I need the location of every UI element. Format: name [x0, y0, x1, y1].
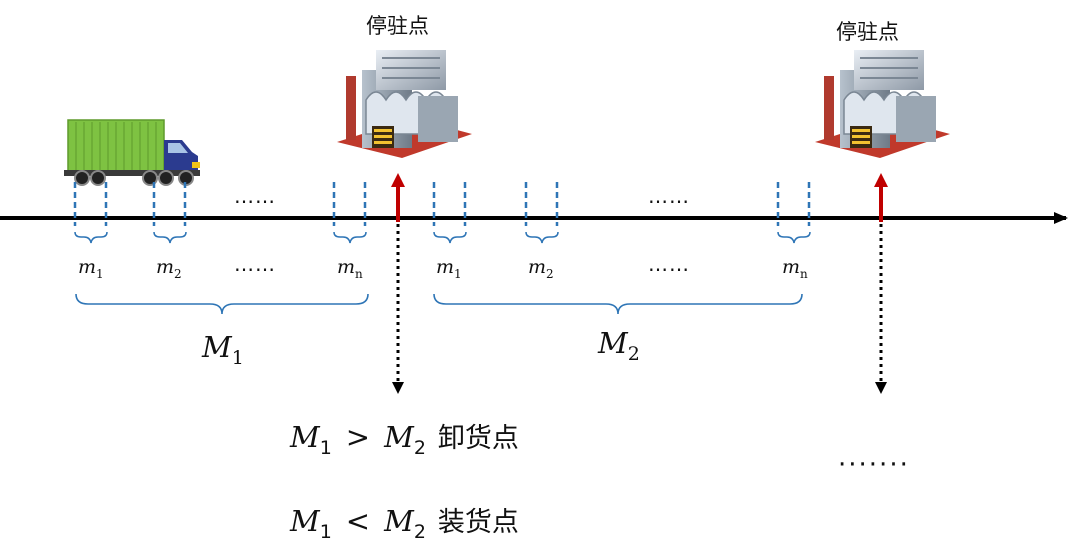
ellipsis: …… [648, 252, 690, 276]
small-brace [74, 231, 108, 244]
small-brace [777, 231, 811, 244]
small-m-label: m2 [528, 256, 554, 281]
ellipsis: …… [234, 252, 276, 276]
tick-group [73, 182, 811, 226]
big-m-label: M1 [202, 330, 244, 369]
big-brace [75, 293, 369, 315]
small-brace [433, 231, 467, 244]
small-m-label: mn [782, 256, 808, 281]
rule-result: 装货点 [437, 507, 519, 538]
small-m-label: m1 [436, 256, 462, 281]
small-m-label: mn [337, 256, 363, 281]
small-m-label: m2 [156, 256, 182, 281]
big-brace [433, 293, 803, 315]
ellipsis: …… [648, 184, 690, 208]
factory-icon [815, 50, 950, 158]
small-brace [525, 231, 559, 244]
factory-icon [337, 50, 472, 158]
stop-label: 停驻点 [366, 14, 429, 38]
small-brace [153, 231, 187, 244]
small-brace [333, 231, 367, 244]
big-braces [75, 293, 803, 315]
small-m-label: m1 [78, 256, 104, 281]
rule-result: 卸货点 [437, 423, 519, 454]
continuation-ellipsis: ······· [838, 450, 910, 480]
big-m-label: M2 [598, 326, 640, 365]
stop-label: 停驻点 [836, 20, 899, 44]
truck-icon [64, 119, 200, 186]
small-braces [74, 231, 811, 244]
ellipsis: …… [234, 184, 276, 208]
